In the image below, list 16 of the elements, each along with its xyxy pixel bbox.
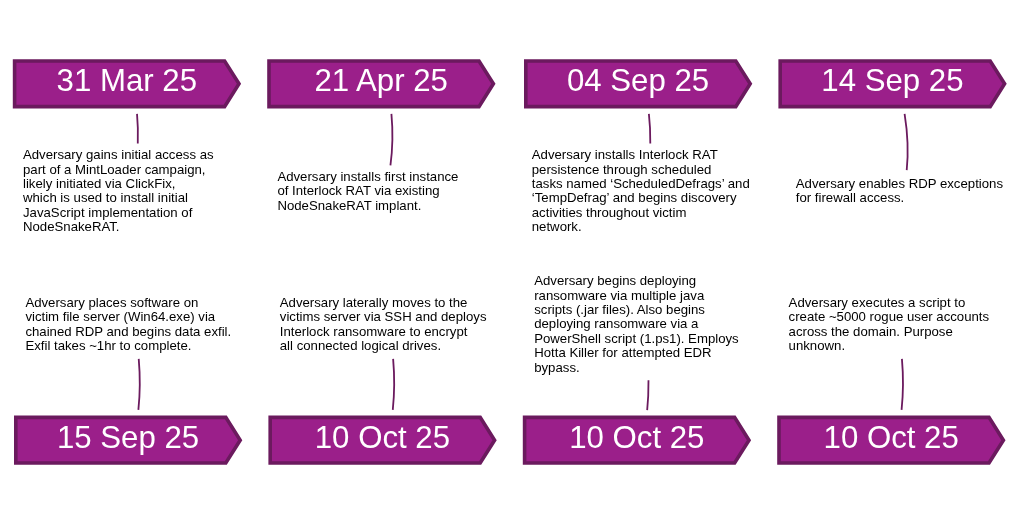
node-text: Adversary executes a script to create ~5000 rogue user accounts across the domain. Purpose unknown. (788, 294, 990, 353)
connector (391, 357, 395, 411)
node-text: Adversary enables RDP exceptions for firewall access. (795, 175, 1003, 206)
connector (646, 379, 650, 411)
node-text: Adversary places software on victim file server (Win64.exe) via chained RDP and begins data exfil. Exfil takes ~1hr to complete. (25, 294, 232, 353)
node-text: Adversary laterally moves to the victims server via SSH and deploys Interlock ransomware to encrypt all connected logical drives. (279, 294, 487, 353)
node-text: Adversary begins deploying ransomware via multiple java scripts (.jar files). Also begins deploying ransomware via a PowerShell script (1.ps1). Employs Hotta Killer for attempted EDR bypass. (534, 273, 739, 375)
connector (648, 112, 652, 145)
node-text: Adversary installs first instance of Interlock RAT via existing NodeSnakeRAT implant. (277, 168, 459, 213)
connector (389, 112, 394, 167)
connector (903, 112, 909, 172)
node-text: Adversary gains initial access as part of a MintLoader campaign, likely initiated via ClickFix, which is used to install initial JavaScript implementation of NodeSnakeRAT. (23, 147, 214, 235)
connector (137, 357, 141, 411)
connector (900, 357, 904, 411)
node-text: Adversary installs Interlock RAT persistence through scheduled tasks named ‘ScheduledDefrags’ and ‘TempDefrag’ and begins discovery activities throughout victim network. (531, 147, 750, 235)
connector (136, 112, 139, 145)
